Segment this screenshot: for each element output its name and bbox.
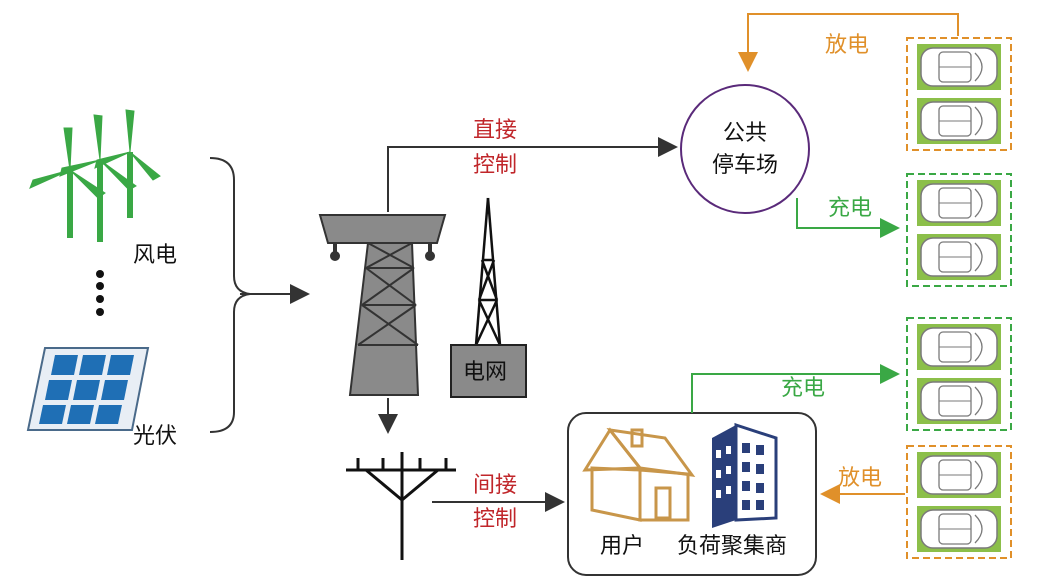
user-label: 用户: [600, 534, 644, 559]
discharge-top-label: 放电: [825, 33, 869, 58]
direct-control-arrow: [387, 137, 678, 212]
direct-control-label-1: 直接: [473, 118, 517, 143]
ev-group-charge-top: [906, 173, 1012, 287]
ev-group-charge-bottom: [906, 317, 1012, 431]
office-building-icon: [712, 422, 778, 528]
ev-group-discharge-bottom: [906, 445, 1012, 559]
charge-top-arrow: [796, 198, 900, 238]
grid-label: 电网: [463, 360, 507, 385]
house-icon: [582, 427, 696, 522]
public-parking-circle: [680, 84, 810, 214]
charge-bottom-arrow: [691, 364, 900, 413]
transmission-tower-icon: [318, 214, 447, 396]
parking-label-2: 停车场: [712, 153, 778, 178]
parking-label-1: 公共: [723, 121, 767, 146]
grid-box: [450, 344, 527, 398]
direct-control-label-2: 控制: [473, 153, 517, 178]
aggregator-label: 负荷聚集商: [677, 534, 787, 559]
indirect-control-label-1: 间接: [473, 473, 517, 498]
wind-label: 风电: [133, 243, 177, 268]
distribution-pole-icon: [346, 452, 456, 560]
radio-tower-icon: [474, 197, 502, 346]
discharge-bottom-label: 放电: [838, 466, 882, 491]
charge-top-label: 充电: [828, 196, 872, 221]
ev-group-discharge-top: [906, 37, 1012, 151]
charge-bottom-label: 充电: [781, 376, 825, 401]
solar-panel-icon: [26, 347, 150, 431]
wind-turbine-icon: [29, 109, 161, 242]
indirect-control-label-2: 控制: [473, 507, 517, 532]
solar-label: 光伏: [133, 424, 177, 449]
ellipsis-dots: [96, 270, 104, 316]
